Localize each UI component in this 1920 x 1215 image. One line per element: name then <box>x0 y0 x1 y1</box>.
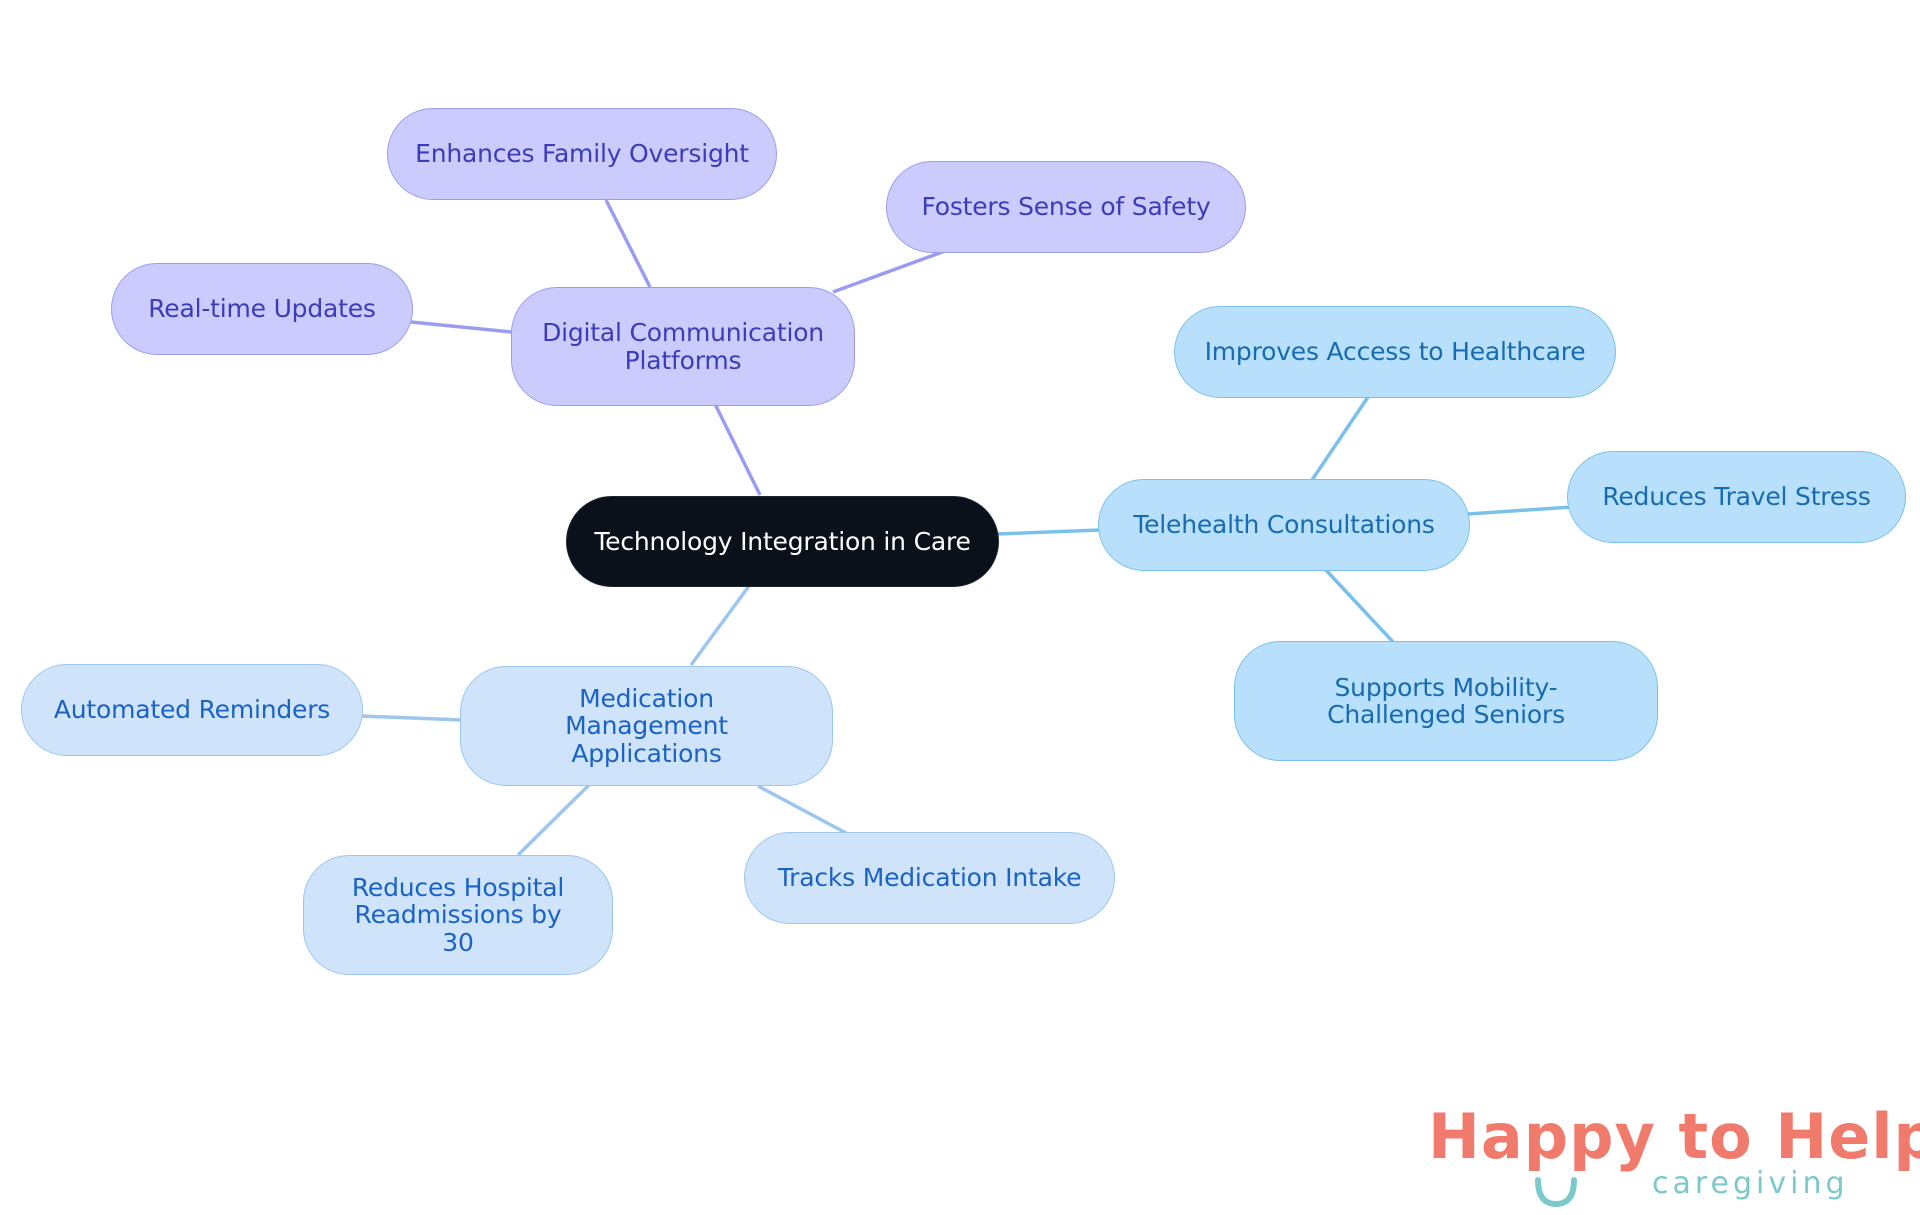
leaf-supports-mobility-challenged[interactable]: Supports Mobility-Challenged Seniors <box>1234 641 1658 761</box>
smile-icon <box>1535 1177 1577 1208</box>
edge-telehealth-travel <box>1467 505 1573 516</box>
logo-word-to-help: to Help <box>1678 1100 1920 1173</box>
leaf-label: Tracks Medication Intake <box>777 863 1082 893</box>
edge-medication-tracks <box>757 784 847 835</box>
leaf-label: Reduces Travel Stress <box>1602 482 1871 512</box>
logo-wordmark: Happy to Help <box>1428 1100 1920 1173</box>
leaf-label: Improves Access to Healthcare <box>1204 337 1586 367</box>
edge-telehealth-access <box>1310 396 1370 481</box>
leaf-automated-reminders[interactable]: Automated Reminders <box>21 664 363 756</box>
leaf-label: Enhances Family Oversight <box>415 139 749 169</box>
leaf-reduces-hospital-readmissions[interactable]: Reduces Hospital Readmissions by 30 <box>303 855 613 975</box>
leaf-real-time-updates[interactable]: Real-time Updates <box>111 263 413 355</box>
root-label: Technology Integration in Care <box>594 526 971 556</box>
edge-digital-realtime <box>410 320 513 334</box>
branch-digital-label: Digital Communication Platforms <box>542 318 824 375</box>
leaf-label: Reduces Hospital Readmissions by 30 <box>351 872 565 957</box>
branch-medication-label: Medication Management Applications <box>565 683 728 768</box>
edge-root-telehealth <box>996 528 1101 536</box>
branch-digital-communication[interactable]: Digital Communication Platforms <box>511 287 855 406</box>
branch-telehealth-consultations[interactable]: Telehealth Consultations <box>1098 479 1470 571</box>
edge-medication-reminders <box>360 714 463 722</box>
branch-medication-management[interactable]: Medication Management Applications <box>460 666 833 786</box>
edge-digital-family <box>604 199 652 288</box>
leaf-label: Fosters Sense of Safety <box>921 192 1211 222</box>
root-node[interactable]: Technology Integration in Care <box>566 496 999 587</box>
edge-telehealth-mobility <box>1323 567 1396 645</box>
branch-telehealth-label: Telehealth Consultations <box>1133 510 1435 540</box>
leaf-enhances-family-oversight[interactable]: Enhances Family Oversight <box>387 108 777 200</box>
edge-digital-safety <box>832 249 946 294</box>
leaf-fosters-sense-of-safety[interactable]: Fosters Sense of Safety <box>886 161 1246 253</box>
edge-medication-readmissions <box>516 783 591 857</box>
leaf-label: Supports Mobility-Challenged Seniors <box>1327 672 1565 729</box>
happy-to-help-logo: Happy to Help caregiving <box>1420 1100 1920 1210</box>
leaf-tracks-medication-intake[interactable]: Tracks Medication Intake <box>744 832 1115 924</box>
logo-tagline: caregiving <box>1652 1166 1849 1201</box>
edge-root-medication <box>689 584 751 667</box>
leaf-improves-access[interactable]: Improves Access to Healthcare <box>1174 306 1616 398</box>
leaf-reduces-travel-stress[interactable]: Reduces Travel Stress <box>1567 451 1906 543</box>
leaf-label: Automated Reminders <box>53 695 331 725</box>
logo-word-happy: Happy <box>1428 1100 1656 1173</box>
leaf-label: Real-time Updates <box>148 294 376 324</box>
edge-root-digital <box>711 399 762 496</box>
